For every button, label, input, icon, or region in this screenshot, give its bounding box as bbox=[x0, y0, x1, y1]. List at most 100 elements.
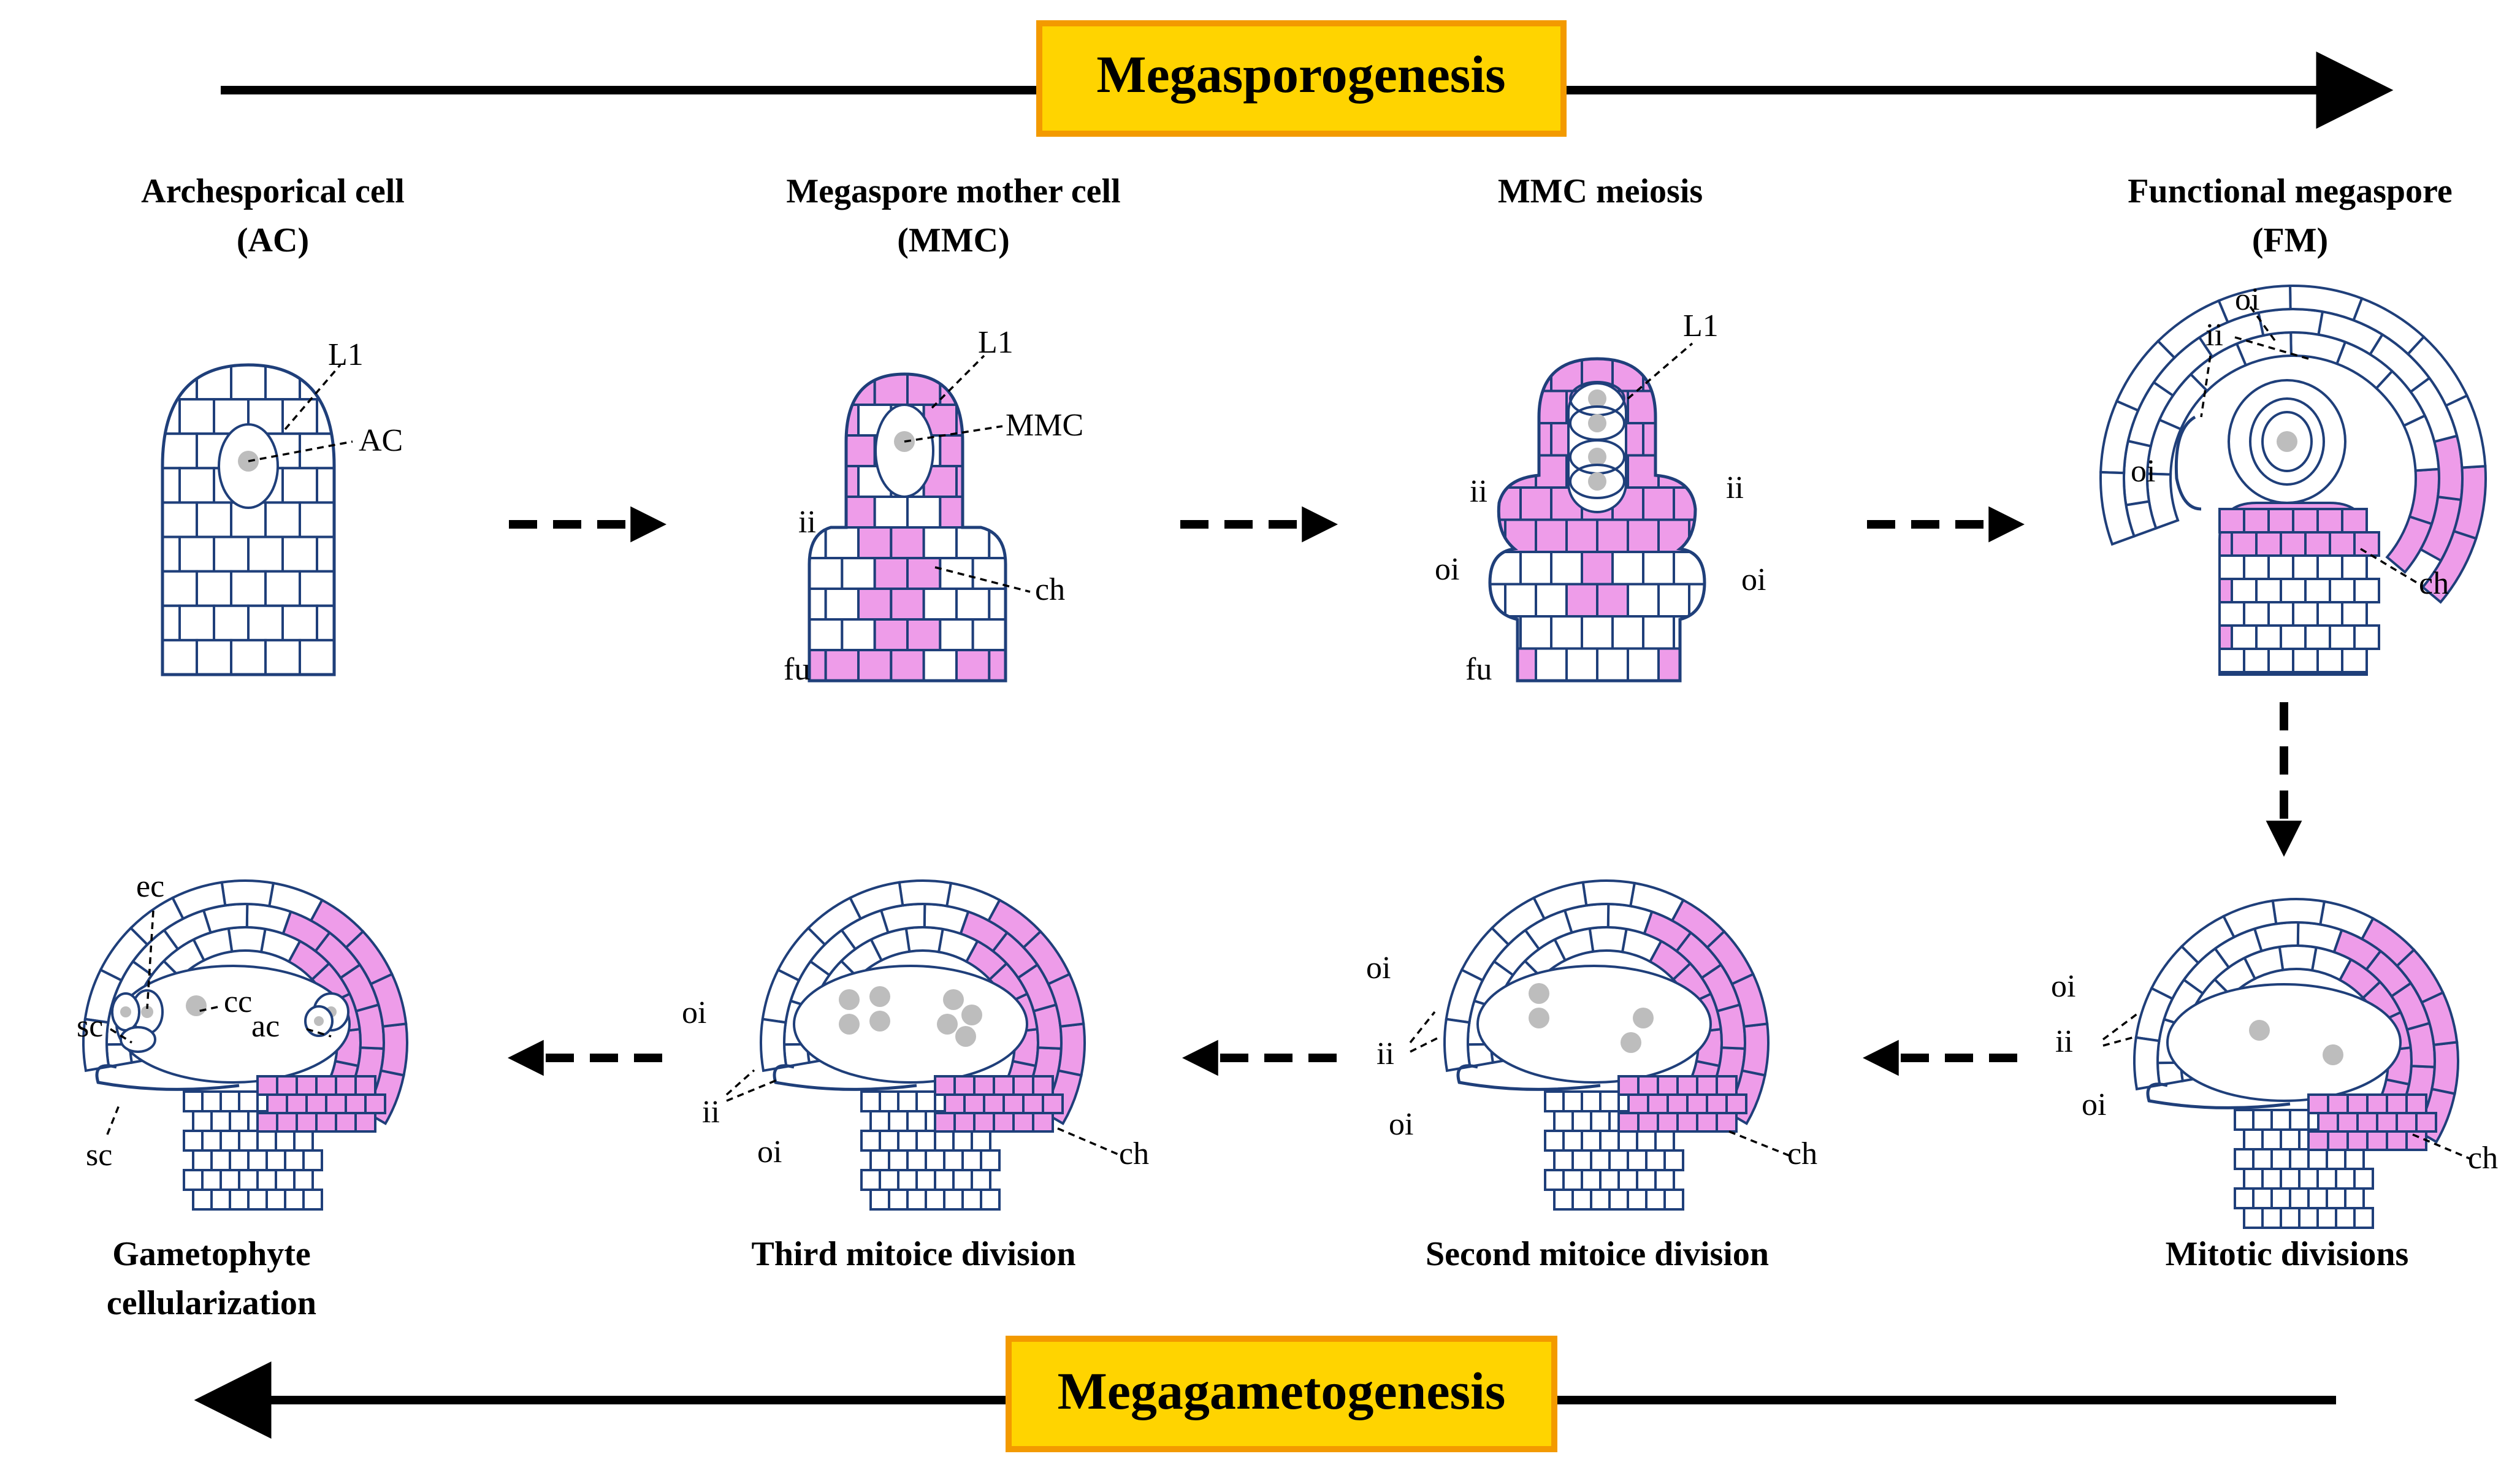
funiculus-cell bbox=[888, 1110, 909, 1132]
megagametogenesis-timeline: Megagametogenesis bbox=[194, 1336, 2336, 1452]
funiculus-cell bbox=[2316, 601, 2343, 627]
funiculus-cell bbox=[2243, 648, 2270, 673]
ovule-cell bbox=[955, 649, 991, 681]
ovule-cell bbox=[955, 526, 991, 559]
ovule-meiosis-outline bbox=[1488, 357, 1706, 683]
ovule-cell bbox=[955, 588, 991, 621]
chalaza-cell bbox=[315, 1112, 337, 1133]
chalaza-cell bbox=[953, 1075, 976, 1096]
funiculus-cell bbox=[2243, 1168, 2264, 1190]
chalaza-cell bbox=[2405, 1093, 2427, 1114]
funiculus-cell bbox=[2252, 1187, 2273, 1209]
funiculus-cell bbox=[1599, 1130, 1620, 1152]
funiculus-cell bbox=[1590, 1189, 1611, 1211]
chalaza-cell bbox=[1617, 1075, 1640, 1096]
chalaza-cell bbox=[276, 1112, 298, 1133]
nucellus-cell bbox=[162, 432, 164, 470]
nucleus bbox=[1588, 389, 1606, 408]
ovule-cell bbox=[1490, 389, 1506, 424]
title-fm-line2: (FM) bbox=[2252, 221, 2328, 259]
funiculus-cell bbox=[1544, 1130, 1565, 1152]
funiculus-cell bbox=[860, 1130, 881, 1152]
funiculus-cell bbox=[869, 1149, 890, 1171]
ovule-cell bbox=[824, 649, 860, 681]
funiculus-cell bbox=[2329, 531, 2356, 557]
nucleus bbox=[1588, 472, 1606, 491]
nucellus-cell bbox=[333, 638, 334, 675]
funiculus-cell bbox=[943, 1189, 964, 1211]
flow-arrows bbox=[507, 506, 2302, 1076]
label-mmc-ii: ii bbox=[798, 505, 816, 540]
chalaza-cell bbox=[354, 1112, 376, 1133]
funiculus-cell bbox=[284, 1149, 305, 1171]
funiculus-cell bbox=[275, 1169, 296, 1191]
funiculus-cell bbox=[2353, 1207, 2374, 1229]
ovule-second bbox=[1443, 879, 1770, 1211]
chalaza-cell bbox=[2327, 1130, 2349, 1151]
nucellus-cell bbox=[162, 432, 198, 470]
nucleus bbox=[961, 1005, 982, 1025]
funiculus-cell bbox=[915, 1090, 936, 1112]
funiculus-cell bbox=[2280, 531, 2307, 557]
funiculus-cell bbox=[1617, 1169, 1638, 1191]
nucellus-cell bbox=[178, 467, 215, 504]
ovule-cell bbox=[1490, 615, 1491, 650]
ovule-cell bbox=[1657, 647, 1690, 681]
nucleus bbox=[120, 1006, 131, 1017]
funiculus-cell bbox=[888, 1189, 909, 1211]
ovule-cell bbox=[1565, 647, 1598, 681]
chalaza-cell bbox=[993, 1112, 1015, 1133]
funiculus-cell bbox=[265, 1149, 286, 1171]
funiculus-cell bbox=[1562, 1169, 1583, 1191]
ovule-fm bbox=[2099, 285, 2487, 676]
funiculus-cell bbox=[293, 1169, 314, 1191]
ovule-cell bbox=[1720, 649, 1751, 681]
ovule-cell bbox=[1490, 422, 1491, 457]
funiculus-cell bbox=[1562, 1090, 1583, 1112]
funiculus-cell bbox=[1636, 1130, 1657, 1152]
ovule-cell bbox=[1022, 466, 1055, 497]
ovule-cell bbox=[1581, 551, 1614, 586]
funiculus-cell bbox=[1645, 1189, 1666, 1211]
funiculus-cell bbox=[247, 1189, 268, 1211]
ovule-cell bbox=[1504, 454, 1537, 489]
funiculus-cell bbox=[1627, 1149, 1648, 1171]
outer-integument-tip bbox=[2174, 415, 2202, 511]
funiculus-cell bbox=[1663, 1149, 1684, 1171]
funiculus-cell bbox=[1581, 1130, 1602, 1152]
ovule-cell bbox=[1535, 583, 1568, 618]
funiculus-cell bbox=[2307, 1187, 2328, 1209]
embryo-sac bbox=[1476, 965, 1712, 1084]
funiculus-cell bbox=[1590, 1110, 1611, 1132]
funiculus-cell bbox=[192, 1110, 213, 1132]
embryo-sac bbox=[2166, 983, 2402, 1102]
funiculus-cell bbox=[2243, 1207, 2264, 1229]
ovule-cell bbox=[1703, 422, 1705, 457]
funiculus-cell bbox=[238, 1169, 259, 1191]
nucleus bbox=[2277, 431, 2297, 452]
chalaza-cell bbox=[2366, 1093, 2388, 1114]
ovule-cell bbox=[1688, 454, 1705, 489]
funiculus-cell bbox=[220, 1090, 240, 1112]
funiculus-cell bbox=[961, 1189, 982, 1211]
nucleus bbox=[869, 1011, 890, 1032]
funiculus-cell bbox=[934, 1169, 955, 1191]
title-mmc-line2: (MMC) bbox=[897, 221, 1009, 259]
integument-cell bbox=[1443, 1017, 1472, 1073]
nucellus-cell bbox=[230, 365, 267, 401]
ovule-cell bbox=[1490, 422, 1522, 457]
integument-cell bbox=[2257, 308, 2324, 337]
integument-cell bbox=[2099, 470, 2136, 546]
megasporogenesis-timeline: Megasporogenesis bbox=[221, 20, 2394, 137]
ovule-cell bbox=[824, 588, 860, 621]
funiculus-cell bbox=[229, 1149, 250, 1171]
funiculus-cell bbox=[2292, 648, 2319, 673]
funiculus-cell bbox=[2298, 1207, 2319, 1229]
funiculus-cell bbox=[971, 1169, 991, 1191]
ovule-cell bbox=[1535, 454, 1568, 489]
ovule-cell bbox=[1519, 486, 1552, 521]
funiculus-cell bbox=[2270, 1187, 2291, 1209]
ovule-cell bbox=[1519, 359, 1552, 392]
ovule-cell bbox=[1504, 389, 1537, 424]
funiculus-cell bbox=[943, 1149, 964, 1171]
